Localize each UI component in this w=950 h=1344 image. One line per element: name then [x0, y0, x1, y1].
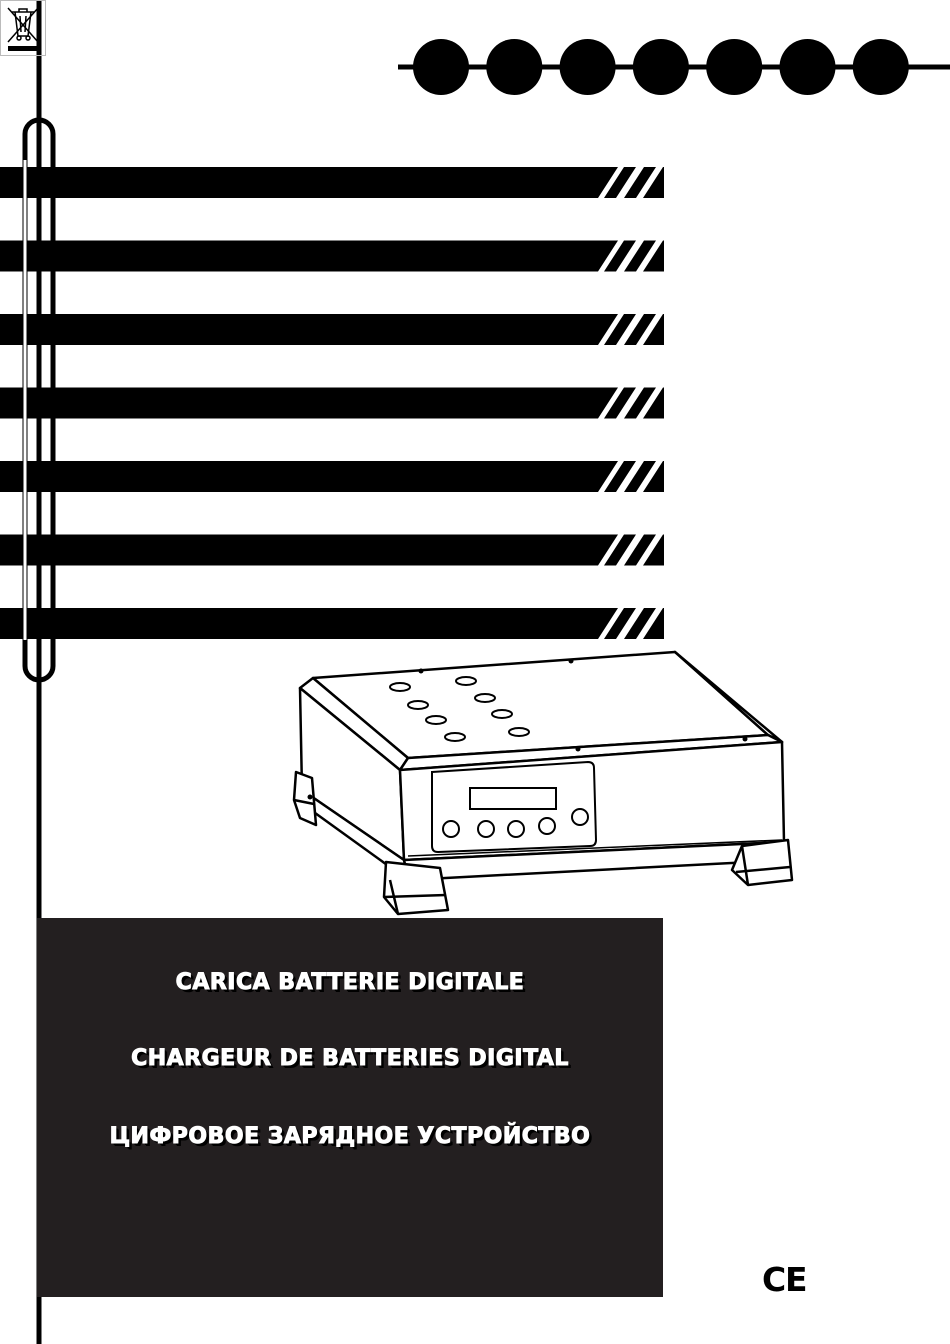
language-dot — [780, 39, 836, 95]
ce-letter-c: C — [762, 1263, 786, 1297]
language-bar — [0, 608, 664, 639]
side-screw — [308, 795, 313, 800]
language-dot — [413, 39, 469, 95]
language-dots — [413, 39, 909, 95]
language-dot — [633, 39, 689, 95]
title-russian: ЦИФРОВОЕ ЗАРЯДНОЕ УСТРОЙСТВО — [37, 1124, 663, 1149]
ce-mark-icon: C E — [760, 1263, 812, 1297]
lcd-display — [470, 788, 556, 809]
language-bars — [0, 167, 664, 639]
language-dot — [853, 39, 909, 95]
language-bar — [0, 461, 664, 492]
language-dot — [560, 39, 616, 95]
ce-letter-e: E — [785, 1263, 808, 1297]
language-bar — [0, 167, 664, 198]
language-bar — [0, 314, 664, 345]
title-box: CARICA BATTERIE DIGITALE CHARGEUR DE BAT… — [37, 918, 663, 1297]
language-bar — [0, 241, 664, 272]
control-panel — [432, 762, 596, 852]
title-french: CHARGEUR DE BATTERIES DIGITAL — [37, 1046, 663, 1071]
language-dot — [486, 39, 542, 95]
language-dot — [706, 39, 762, 95]
language-bar — [0, 388, 664, 419]
language-bar — [0, 535, 664, 566]
title-italian: CARICA BATTERIE DIGITALE — [37, 970, 663, 995]
crossed-out-bin-icon — [0, 0, 46, 56]
